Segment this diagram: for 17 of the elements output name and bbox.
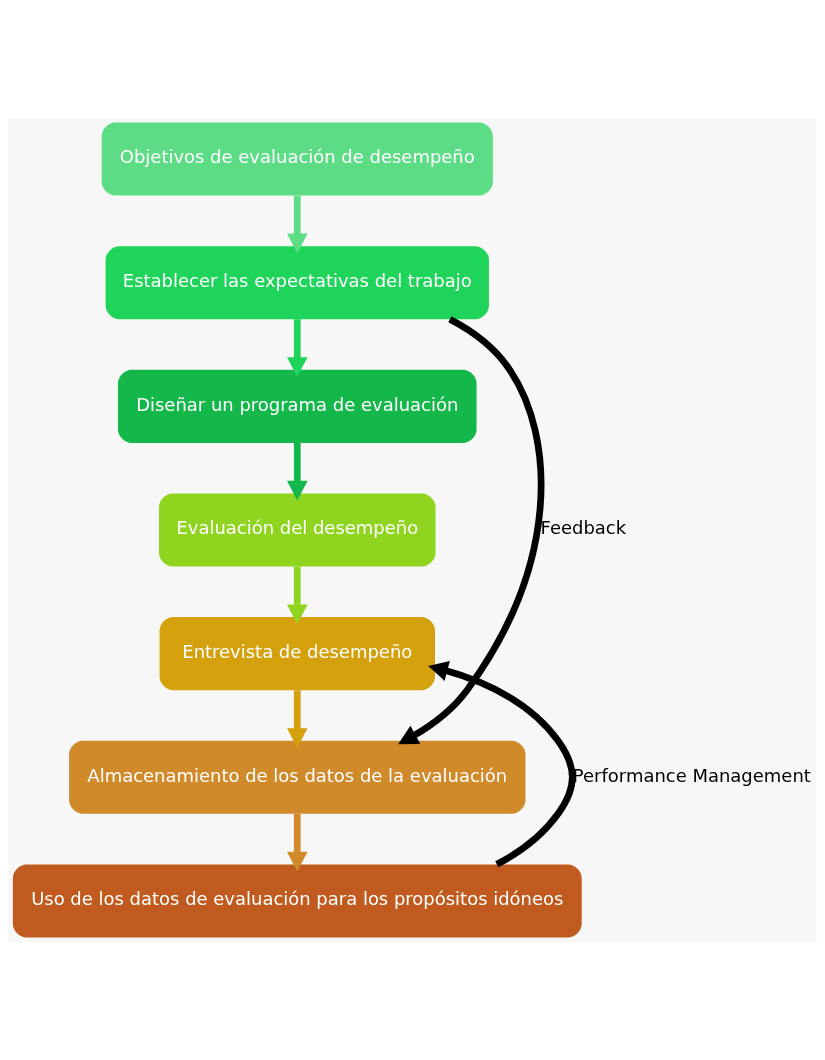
- node-box: Uso de los datos de evaluación para los propósitos idóneos: [12, 864, 582, 938]
- arrow: [398, 316, 545, 745]
- edge-label: Feedback: [540, 517, 627, 539]
- arrow: [286, 566, 308, 625]
- edge-label: Performance Management: [572, 764, 811, 786]
- arrow: [286, 813, 308, 872]
- node-box: Objetivos de evaluación de desempeño: [101, 122, 493, 196]
- arrow: [286, 690, 308, 748]
- arrow: [286, 442, 308, 501]
- arrow: [286, 319, 308, 377]
- arrow: [428, 660, 576, 868]
- arrow: [286, 195, 308, 254]
- node-box: Entrevista de desempeño: [159, 617, 435, 691]
- node-box: Evaluación del desempeño: [159, 493, 436, 567]
- node-box: Almacenamiento de los datos de la evaluación: [69, 740, 526, 814]
- node-box: Diseñar un programa de evaluación: [117, 369, 477, 443]
- node-box: Establecer las expectativas del trabajo: [105, 246, 489, 320]
